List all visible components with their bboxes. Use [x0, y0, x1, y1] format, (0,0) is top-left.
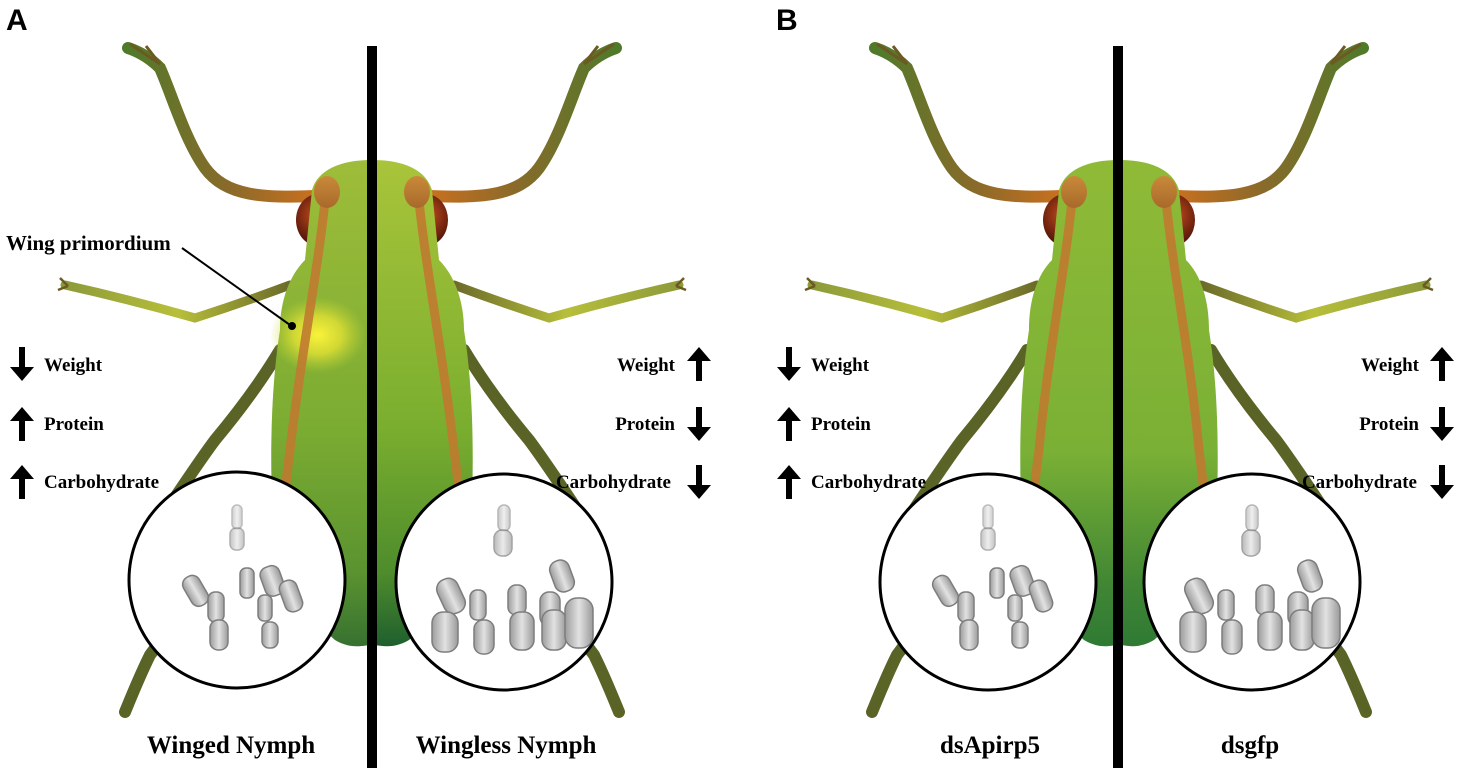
panel-b-right-traits: Weight Protein Carbohydrate	[1302, 347, 1454, 499]
trait-protein-label: Protein	[811, 414, 871, 435]
arrow-down-icon	[687, 465, 711, 499]
trait-carbohydrate-arrow	[10, 465, 34, 499]
trait-protein-arrow	[687, 407, 711, 441]
embryo-circle-b-right	[1142, 472, 1362, 692]
arrow-up-icon	[777, 465, 801, 499]
trait-weight-arrow	[687, 347, 711, 381]
trait-carbohydrate-arrow	[687, 465, 711, 499]
trait-carbohydrate-arrow	[1430, 465, 1454, 499]
arrow-up-icon	[10, 465, 34, 499]
trait-weight-label: Weight	[811, 355, 870, 376]
wingless-nymph-label: Wingless Nymph	[416, 732, 597, 759]
trait-protein-arrow	[10, 407, 34, 441]
ovariole-icon	[431, 504, 594, 655]
dsgfp-label: dsgfp	[1221, 732, 1279, 759]
embryo-circle-a-right	[394, 472, 614, 692]
trait-weight-label: Weight	[1361, 355, 1420, 376]
panel-a-right-traits: Weight Protein Carbohydrate	[556, 347, 711, 499]
arrow-down-icon	[10, 347, 34, 381]
embryo-circle-b-left	[878, 472, 1098, 692]
trait-carbohydrate-arrow	[777, 465, 801, 499]
trait-weight-label: Weight	[44, 355, 103, 376]
arrow-down-icon	[1430, 465, 1454, 499]
panel-a-letter: A	[6, 4, 28, 37]
winged-nymph-label: Winged Nymph	[147, 732, 315, 759]
trait-carbohydrate-label: Carbohydrate	[811, 472, 926, 493]
trait-carbohydrate-label: Carbohydrate	[556, 472, 671, 493]
panel-b-letter: B	[776, 4, 798, 37]
ovariole-icon	[1179, 504, 1341, 655]
arrow-down-icon	[777, 347, 801, 381]
arrow-up-icon	[1430, 347, 1454, 381]
arrow-up-icon	[777, 407, 801, 441]
wing-primordium-label: Wing primordium	[6, 231, 171, 255]
trait-protein-arrow	[777, 407, 801, 441]
ovariole-icon	[931, 504, 1054, 651]
panel-a-left-traits: Weight Protein Carbohydrate	[10, 347, 159, 499]
arrow-down-icon	[687, 407, 711, 441]
panel-a-divider	[367, 46, 377, 768]
trait-protein-arrow	[1430, 407, 1454, 441]
arrow-up-icon	[10, 407, 34, 441]
trait-protein-label: Protein	[615, 414, 675, 435]
trait-weight-arrow	[10, 347, 34, 381]
trait-carbohydrate-label: Carbohydrate	[44, 472, 159, 493]
arrow-down-icon	[1430, 407, 1454, 441]
embryo-circle-a-left	[127, 470, 347, 690]
ovariole-icon	[181, 504, 304, 651]
arrow-up-icon	[687, 347, 711, 381]
panel-b: B	[776, 4, 1454, 768]
trait-carbohydrate-label: Carbohydrate	[1302, 472, 1417, 493]
trait-protein-label: Protein	[44, 414, 104, 435]
trait-weight-arrow	[1430, 347, 1454, 381]
dsapirp5-label: dsApirp5	[940, 732, 1040, 759]
panel-a: A Wing primordium	[6, 4, 711, 768]
trait-weight-arrow	[777, 347, 801, 381]
panel-b-divider	[1113, 46, 1123, 768]
wing-primordium-glow	[270, 297, 366, 373]
wing-primordium-pointer	[181, 247, 291, 326]
trait-weight-label: Weight	[617, 355, 676, 376]
panel-b-left-traits: Weight Protein Carbohydrate	[777, 347, 926, 499]
trait-protein-label: Protein	[1359, 414, 1419, 435]
